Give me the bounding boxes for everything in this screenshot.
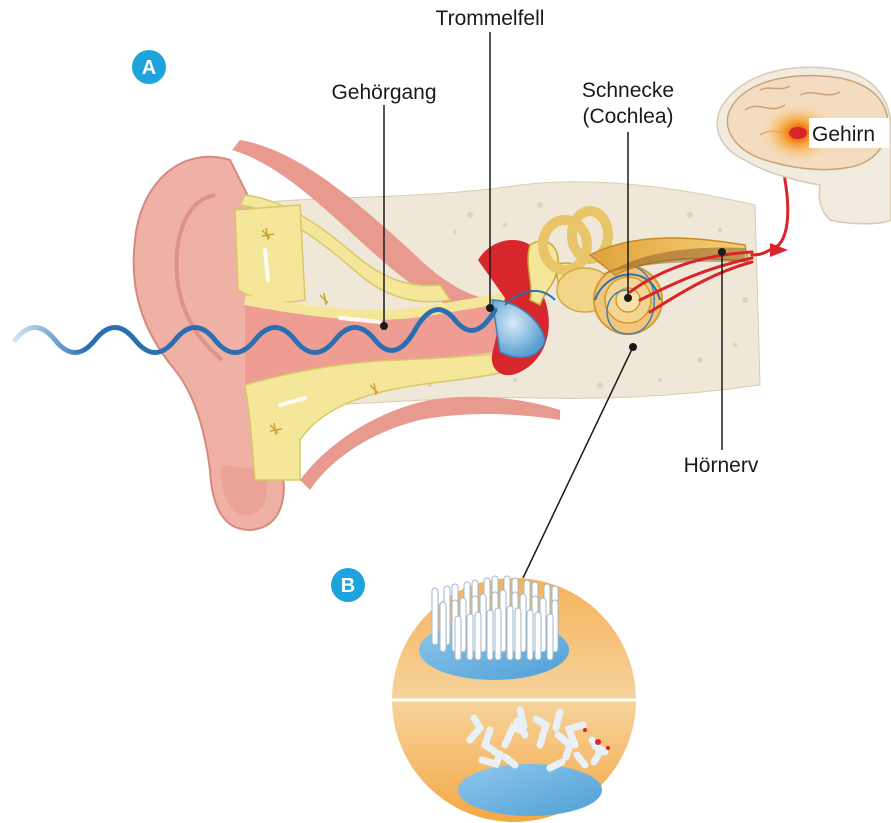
lower-skin <box>300 397 560 490</box>
stereocilium <box>432 588 438 645</box>
stereocilium <box>547 614 553 660</box>
stereocilium <box>467 614 473 660</box>
stereocilium <box>475 612 481 660</box>
panel-b-badge-letter: B <box>341 575 355 597</box>
panel-a-badge-letter: A <box>142 57 156 79</box>
stereocilium <box>515 608 521 660</box>
hair-cell-panel <box>392 576 636 822</box>
stereocilium <box>495 608 501 660</box>
stereocilium <box>455 616 461 660</box>
stereocilium <box>487 610 493 660</box>
stereocilium <box>440 602 446 652</box>
panel-b-badge: B <box>331 568 365 602</box>
cochlea-label-line1: Schnecke <box>582 79 674 102</box>
brain-label: Gehirn <box>812 123 875 146</box>
damaged-cell-disc <box>458 764 602 816</box>
panel-a-badge: A <box>132 50 166 84</box>
eardrum-label: Trommelfell <box>436 7 545 30</box>
stereocilium <box>507 606 513 660</box>
auditory-cortex <box>789 127 807 139</box>
upper-cartilage-block <box>235 205 305 302</box>
auditory-nerve-label: Hörnerv <box>684 454 759 477</box>
stereocilium <box>527 610 533 660</box>
stereocilium <box>535 612 541 660</box>
ear-canal-label: Gehörgang <box>331 81 436 104</box>
cochlea-label-line2: (Cochlea) <box>582 105 673 128</box>
